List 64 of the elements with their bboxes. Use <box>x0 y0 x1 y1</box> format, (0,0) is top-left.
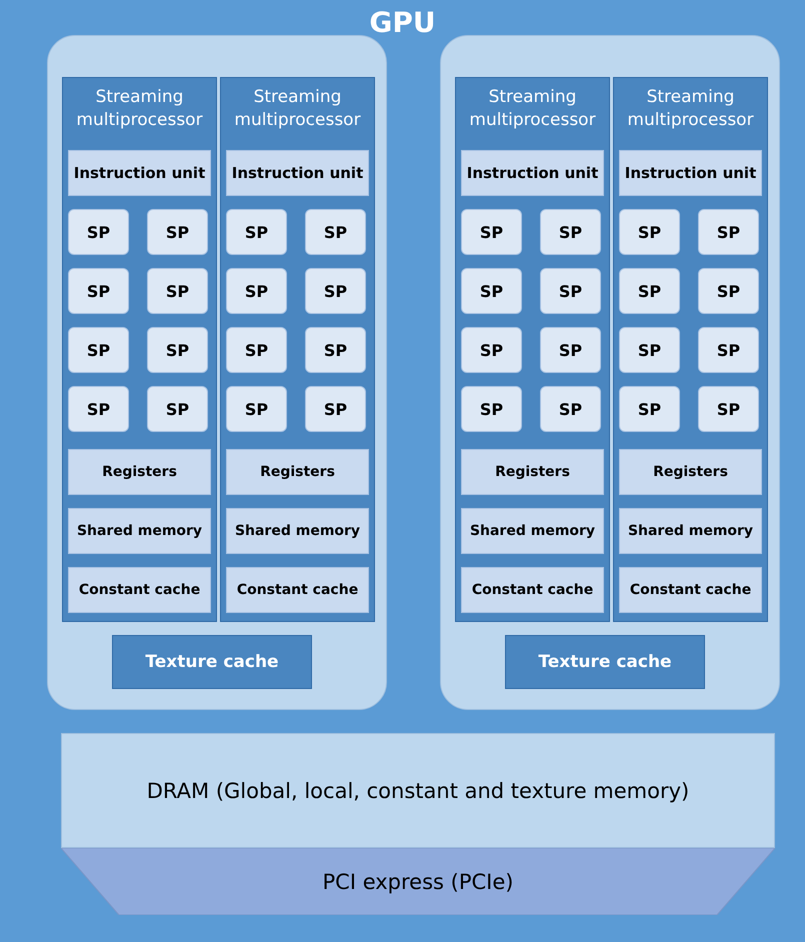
panel-title: PCI express (PCIe) <box>322 870 514 894</box>
panel-title: Streaming multiprocessor <box>468 86 597 132</box>
panel-title: Streaming multiprocessor <box>75 86 204 132</box>
sp-box: SP <box>226 327 287 373</box>
sp-box: SP <box>698 268 759 314</box>
sp-box: SP <box>147 268 208 314</box>
sp-box: SP <box>68 268 129 314</box>
shared-memory-box: Shared memory <box>226 508 369 554</box>
shared-memory-box: Shared memory <box>619 508 762 554</box>
sp-box: SP <box>461 386 522 432</box>
sp-box: SP <box>619 268 680 314</box>
registers-box: Registers <box>226 449 369 495</box>
multiprocessor-panel <box>220 77 375 622</box>
sp-box: SP <box>226 209 287 255</box>
texture-cache-box: Texture cache <box>505 635 705 689</box>
multiprocessor-panel <box>613 77 768 622</box>
texture-cache-box: Texture cache <box>112 635 312 689</box>
constant-cache-box: Constant cache <box>226 567 369 613</box>
sp-box: SP <box>68 386 129 432</box>
panel-title: Streaming multiprocessor <box>626 86 755 132</box>
instruction-unit-box: Instruction unit <box>461 150 604 196</box>
sp-box: SP <box>226 386 287 432</box>
constant-cache-box: Constant cache <box>461 567 604 613</box>
instruction-unit-box: Instruction unit <box>619 150 762 196</box>
constant-cache-box: Constant cache <box>619 567 762 613</box>
multiprocessor-panel <box>455 77 610 622</box>
sp-box: SP <box>305 268 366 314</box>
sp-box: SP <box>540 268 601 314</box>
sp-box: SP <box>619 386 680 432</box>
sp-box: SP <box>461 268 522 314</box>
cluster-panel <box>440 35 780 710</box>
sp-box: SP <box>147 386 208 432</box>
registers-box: Registers <box>68 449 211 495</box>
sp-box: SP <box>305 386 366 432</box>
panel-title: Streaming multiprocessor <box>233 86 362 132</box>
sp-box: SP <box>147 209 208 255</box>
instruction-unit-box: Instruction unit <box>226 150 369 196</box>
pcie-band <box>61 848 775 915</box>
sp-box: SP <box>226 268 287 314</box>
sp-box: SP <box>619 209 680 255</box>
shared-memory-box: Shared memory <box>68 508 211 554</box>
registers-box: Registers <box>619 449 762 495</box>
sp-box: SP <box>147 327 208 373</box>
constant-cache-box: Constant cache <box>68 567 211 613</box>
cluster-panel <box>47 35 387 710</box>
shared-memory-box: Shared memory <box>461 508 604 554</box>
sp-box: SP <box>698 209 759 255</box>
sp-box: SP <box>540 386 601 432</box>
sp-box: SP <box>305 327 366 373</box>
sp-box: SP <box>68 209 129 255</box>
multiprocessor-panel <box>62 77 217 622</box>
dram-box: DRAM (Global, local, constant and texture memory) <box>61 733 775 848</box>
panel-title: GPU <box>368 6 437 39</box>
registers-box: Registers <box>461 449 604 495</box>
sp-box: SP <box>698 386 759 432</box>
sp-box: SP <box>619 327 680 373</box>
sp-box: SP <box>461 327 522 373</box>
sp-box: SP <box>698 327 759 373</box>
sp-box: SP <box>68 327 129 373</box>
sp-box: SP <box>305 209 366 255</box>
instruction-unit-box: Instruction unit <box>68 150 211 196</box>
sp-box: SP <box>540 327 601 373</box>
sp-box: SP <box>461 209 522 255</box>
sp-box: SP <box>540 209 601 255</box>
